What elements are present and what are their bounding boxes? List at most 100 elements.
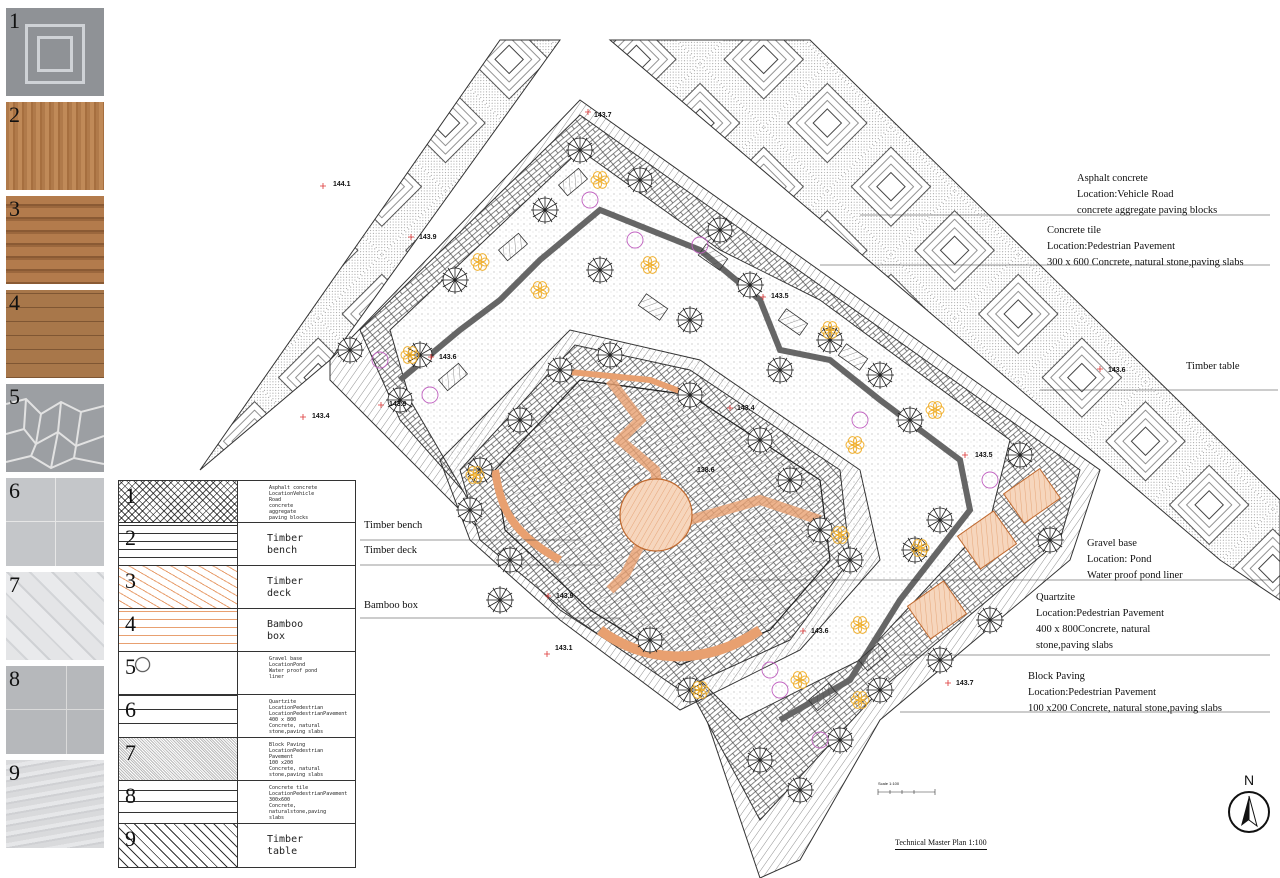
spot-level: 143.5 bbox=[975, 452, 993, 459]
tree-branch bbox=[567, 149, 581, 158]
tree-branch bbox=[454, 272, 468, 281]
yellow-shrub bbox=[473, 474, 482, 484]
yellow-shrub bbox=[830, 530, 840, 540]
tree-branch bbox=[927, 652, 941, 661]
scale-label: Scale 1:100 bbox=[878, 781, 900, 786]
legend-row: 6 Quartzite LocationPedestrian LocationP… bbox=[118, 694, 356, 738]
tree-branch bbox=[867, 367, 881, 376]
yellow-shrub bbox=[538, 289, 547, 299]
tree-branch bbox=[509, 547, 518, 561]
tree-branch bbox=[1049, 532, 1063, 541]
tree-branch bbox=[552, 369, 561, 383]
yellow-shrub bbox=[850, 620, 860, 630]
tree-branch bbox=[639, 172, 653, 181]
tree-branch bbox=[827, 739, 841, 748]
yellow-shrub bbox=[910, 543, 920, 553]
spot-level: 143.6 bbox=[439, 354, 457, 361]
callout-line: Location:Vehicle Road bbox=[1077, 189, 1174, 200]
yellow-shrub bbox=[693, 681, 702, 691]
tree-branch bbox=[519, 419, 533, 428]
legend-text: Timber table bbox=[267, 834, 304, 857]
pink-shrub bbox=[421, 386, 439, 404]
swatch-number: 6 bbox=[9, 478, 20, 503]
yellow-shrub bbox=[593, 179, 602, 189]
tree-branch bbox=[509, 559, 523, 568]
legend-row: 1 Asphalt concrete LocationVehicle Road … bbox=[118, 480, 356, 523]
swatch-block-paving: 7 bbox=[6, 572, 104, 660]
tree-branch bbox=[902, 407, 911, 421]
tree-branch bbox=[989, 607, 998, 621]
tree-branch bbox=[639, 179, 648, 193]
timber-table-group bbox=[906, 467, 1062, 640]
tree-branch bbox=[749, 272, 758, 286]
tree-branch bbox=[747, 759, 761, 768]
callout-line: Location:Pedestrian Pavement bbox=[1028, 687, 1157, 698]
tree-branch bbox=[579, 142, 593, 151]
tree-branch bbox=[592, 269, 601, 283]
tree-branch bbox=[677, 689, 691, 698]
callout-line: 400 x 800Concrete, natural bbox=[1036, 624, 1151, 635]
tree-branch bbox=[682, 394, 691, 408]
tree-branch bbox=[799, 782, 813, 791]
tree-branch bbox=[839, 739, 853, 748]
tree-branch bbox=[789, 479, 798, 493]
vehicle-road-band bbox=[608, 39, 1280, 601]
tree-branch bbox=[399, 399, 413, 408]
tree-branch bbox=[419, 347, 433, 356]
tree-branch bbox=[779, 369, 793, 378]
tree-branch bbox=[519, 412, 533, 421]
timber-edge bbox=[549, 367, 692, 398]
tree-branch bbox=[487, 592, 501, 601]
callout-asphalt: Asphalt concrete Location:Vehicle Road c… bbox=[1077, 171, 1217, 219]
pink-shrub bbox=[851, 411, 869, 429]
tree-branch bbox=[737, 284, 751, 293]
tree-branch bbox=[879, 689, 893, 698]
tree-branch bbox=[649, 627, 658, 641]
tree-branch bbox=[492, 599, 501, 613]
inner-edge-line bbox=[398, 206, 974, 723]
legend-row: 4 Bamboo box bbox=[118, 608, 356, 652]
yellow-shrub bbox=[698, 689, 707, 699]
yellow-shrub bbox=[538, 281, 547, 291]
callout-line: Location:Pedestrian Pavement bbox=[1047, 241, 1176, 252]
tree-branch bbox=[832, 739, 841, 753]
tree-branch bbox=[469, 509, 483, 518]
tree-branch bbox=[787, 782, 801, 791]
legend-number: 5 bbox=[125, 654, 136, 679]
callout-block-paving: Block Paving Location:Pedestrian Pavemen… bbox=[1028, 669, 1222, 717]
circular-deck bbox=[619, 478, 693, 552]
yellow-shrub bbox=[823, 329, 832, 339]
tree-branch bbox=[599, 269, 613, 278]
yellow-shrub bbox=[650, 260, 660, 270]
tree-branch bbox=[1042, 527, 1051, 541]
tree-branch bbox=[579, 137, 588, 151]
yellow-shrub bbox=[533, 281, 542, 291]
tree-branch bbox=[819, 517, 828, 531]
swatch-number: 9 bbox=[9, 760, 20, 785]
tree-branch bbox=[982, 619, 991, 633]
tree-branch bbox=[902, 542, 916, 551]
tree-branch bbox=[719, 222, 733, 231]
tree-branch bbox=[872, 677, 881, 691]
yellow-shrub bbox=[798, 671, 807, 681]
spot-level-markers bbox=[300, 109, 1103, 686]
tree-branch bbox=[1007, 454, 1021, 463]
tree-branch bbox=[512, 419, 521, 433]
yellow-shrub bbox=[533, 289, 542, 299]
tree-branch bbox=[579, 149, 588, 163]
tree-branch bbox=[907, 537, 916, 551]
yellow-shrub bbox=[830, 325, 840, 335]
tree-branch bbox=[827, 732, 841, 741]
yellow-shrub bbox=[478, 261, 487, 271]
tree-branch bbox=[789, 479, 803, 488]
legend-row: 5 Gravel base LocationPond Water proof p… bbox=[118, 651, 356, 695]
yellow-shrub bbox=[475, 470, 485, 480]
callout-timber-table: Timber table bbox=[1186, 361, 1240, 372]
yellow-shrub-group bbox=[400, 171, 945, 709]
legend-row: 2 Timber bench bbox=[118, 522, 356, 566]
tree-branch bbox=[469, 502, 483, 511]
tree-branch bbox=[819, 522, 833, 531]
tree-branch bbox=[599, 262, 613, 271]
tree-branch bbox=[519, 407, 528, 421]
